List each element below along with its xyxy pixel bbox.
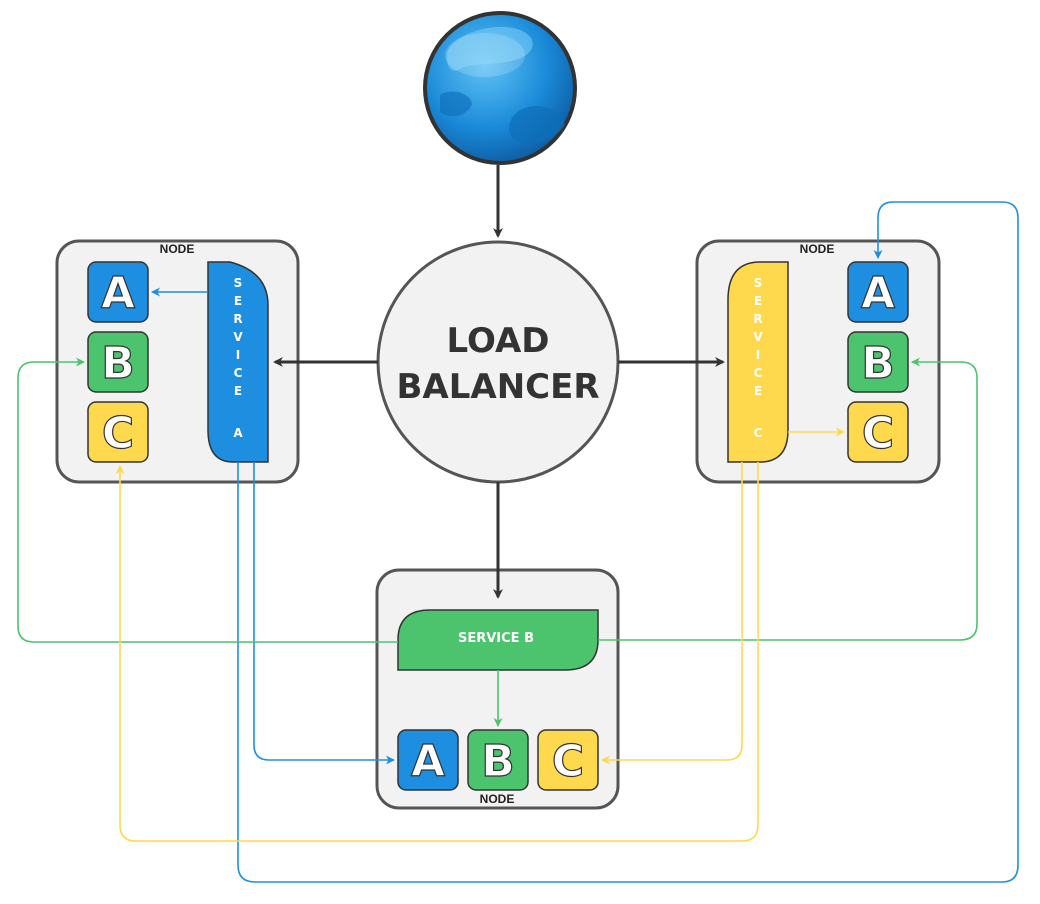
service-c-box	[727, 261, 789, 463]
left-box-a-label: A	[101, 268, 135, 319]
left-box-c-label: C	[102, 408, 134, 459]
bottom-box-b: B	[467, 729, 529, 791]
service-b-label: SERVICE B	[458, 631, 534, 646]
service-a-char-0: S	[234, 276, 243, 290]
globe-icon	[423, 11, 577, 165]
right-box-c-label: C	[862, 408, 894, 459]
load-balancer-line2: BALANCER	[396, 367, 599, 407]
service-c-char-4: I	[756, 348, 760, 362]
service-c-to-left-c	[115, 462, 759, 842]
right-box-a: A	[847, 261, 909, 323]
service-c-char-2: R	[753, 312, 762, 326]
service-a-label: S E R V I C E A	[233, 276, 243, 440]
left-box-c: C	[87, 401, 149, 463]
bottom-box-a: A	[397, 729, 459, 791]
service-a-char-8: A	[233, 426, 243, 440]
node-left-label: NODE	[160, 242, 195, 256]
right-box-b-label: B	[861, 338, 895, 389]
service-c-char-1: E	[754, 294, 762, 308]
service-a-char-3: V	[233, 330, 243, 344]
right-box-a-label: A	[861, 268, 895, 319]
left-box-a: A	[87, 261, 149, 323]
service-a-to-right-a	[237, 201, 1019, 883]
right-box-c: C	[847, 401, 909, 463]
service-b-to-left-b	[17, 357, 398, 643]
left-box-b-label: B	[101, 338, 135, 389]
service-c-char-0: S	[754, 276, 763, 290]
service-a-connectors	[151, 201, 1019, 883]
bottom-box-c-label: C	[552, 736, 584, 787]
service-b-connectors	[17, 357, 978, 727]
service-c-char-6: E	[754, 384, 762, 398]
service-a-char-5: C	[234, 366, 243, 380]
bottom-box-b-label: B	[481, 736, 515, 787]
load-balancer-line1: LOAD	[447, 321, 550, 361]
service-a-char-4: I	[236, 348, 240, 362]
right-box-b: B	[847, 331, 909, 393]
service-b-box	[397, 609, 599, 671]
service-c-label: S E R V I C E C	[753, 276, 763, 440]
service-a-char-6: E	[234, 384, 242, 398]
service-c-char-5: C	[754, 366, 763, 380]
bottom-box-c: C	[537, 729, 599, 791]
service-a-char-1: E	[234, 294, 242, 308]
service-c-char-8: C	[754, 426, 763, 440]
main-arrows	[273, 165, 725, 599]
service-a-box	[207, 261, 269, 463]
node-right-label: NODE	[800, 242, 835, 256]
node-bottom-label: NODE	[480, 792, 515, 806]
service-c-to-bottom-c	[601, 462, 743, 765]
service-c-char-3: V	[753, 330, 763, 344]
load-balancer	[376, 240, 620, 484]
service-a-char-2: R	[233, 312, 242, 326]
service-b-to-right-b	[598, 357, 978, 641]
service-c-connectors	[115, 427, 845, 842]
bottom-box-a-label: A	[411, 736, 445, 787]
service-a-to-bottom-a	[253, 462, 395, 765]
left-box-b: B	[87, 331, 149, 393]
